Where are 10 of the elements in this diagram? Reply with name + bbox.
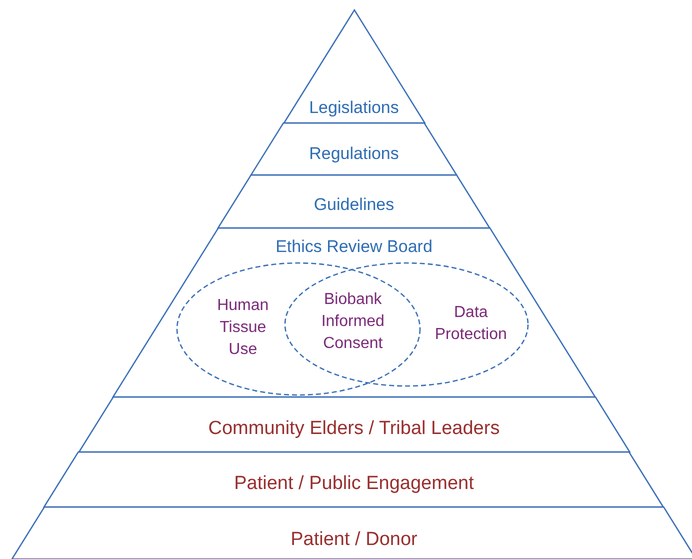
tier-label: Ethics Review Board bbox=[274, 236, 434, 258]
tier-label: Regulations bbox=[308, 143, 400, 165]
tier-label: Community Elders / Tribal Leaders bbox=[207, 418, 501, 440]
tier-label: Guidelines bbox=[312, 194, 396, 216]
tier-label: Patient / Public Engagement bbox=[233, 473, 475, 495]
circle-label: Data Protection bbox=[434, 303, 508, 345]
overlap-label: Biobank Informed Consent bbox=[320, 290, 386, 354]
tier-label: Legislations bbox=[308, 97, 400, 119]
circle-label: Human Tissue Use bbox=[216, 296, 270, 360]
tier-label: Patient / Donor bbox=[290, 529, 418, 551]
